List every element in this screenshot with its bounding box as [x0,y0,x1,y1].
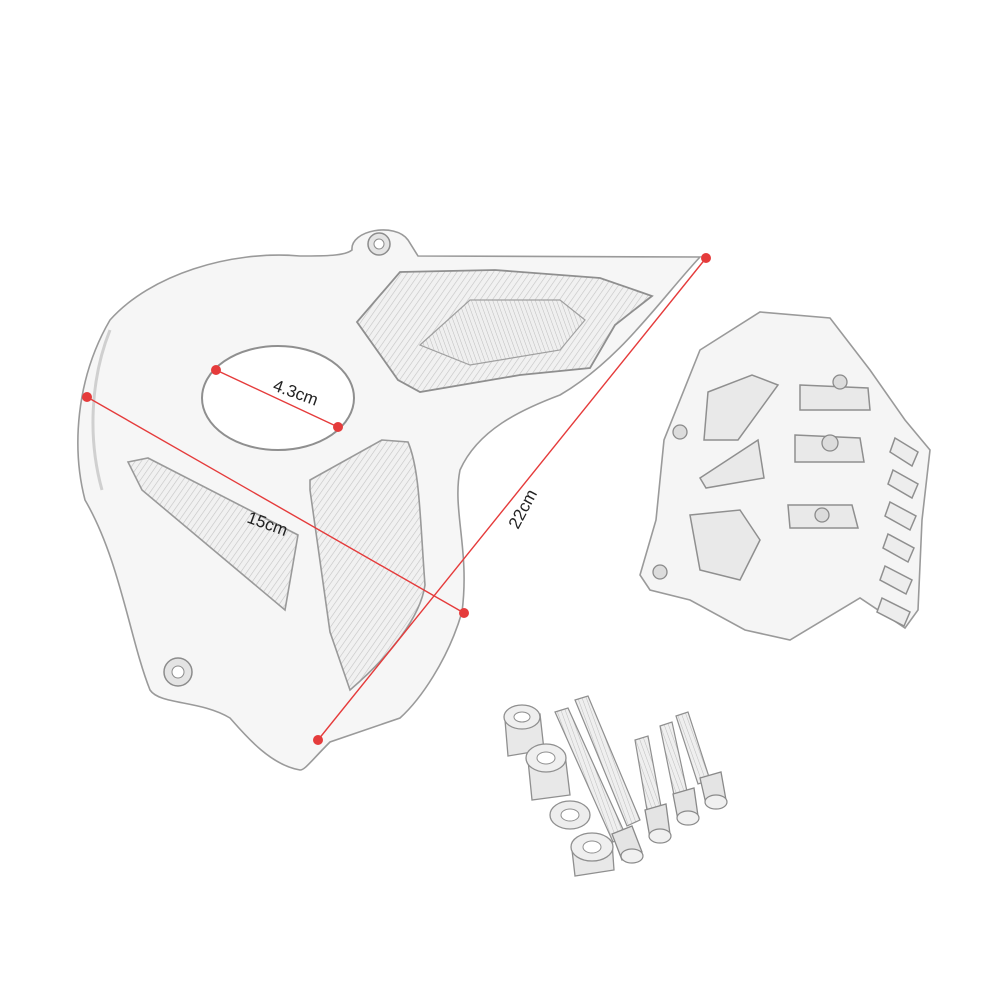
guard-screws [652,374,848,580]
guard-screw-5 [652,564,668,580]
hole-dimension-line [215,369,339,428]
width-dimension-start-dot [82,392,92,402]
guard-screw-2 [821,434,839,452]
sprocket-cover-plate [77,229,702,771]
bottom-bolt-hole-inner [171,665,185,679]
short-bolt-1 [634,735,672,844]
center-wedge-pocket [309,439,426,692]
length-dimension-end-dot [313,735,323,745]
guard-slots [689,374,871,581]
length-dimension-line [317,257,707,741]
guard-screw-1 [832,374,848,390]
long-bolt-2 [574,695,641,827]
short-bolt-3 [675,711,728,810]
spacer-1 [503,704,545,757]
hole-dimension-end-dot [333,422,343,432]
raised-block-facet [418,299,586,366]
spacer-3 [570,832,615,877]
top-bolt-hole-inner [373,238,385,250]
length-dimension-start-dot [701,253,711,263]
guard-screw-3 [814,507,830,523]
guard-screw-4 [672,424,688,440]
left-triangle-pocket [126,457,299,612]
width-dimension-line [86,396,465,614]
width-dimension-end-dot [459,608,469,618]
guard-fins [876,436,919,628]
washer [549,800,591,830]
hole-dimension-start-dot [211,365,221,375]
hardware-kit [503,695,728,877]
guard-outline [639,311,931,641]
short-bolt-2 [659,721,700,826]
shaft-hole [201,345,355,451]
length-dimension-label: 22cm [505,486,541,532]
cover-edge-highlight [91,329,112,491]
spacer-2 [525,743,571,801]
long-bolt-1 [554,707,644,864]
chain-guard [639,311,931,641]
